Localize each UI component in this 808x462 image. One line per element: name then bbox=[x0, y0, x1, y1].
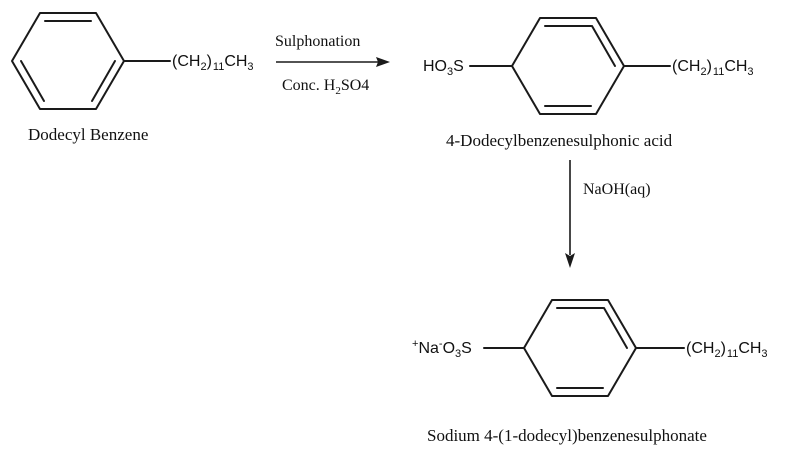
reaction-condition-below: Conc. H2SO4 bbox=[282, 77, 369, 97]
ring-double-bond bbox=[603, 307, 628, 349]
alkyl-chain-label: (CH2)11CH3 bbox=[672, 58, 754, 78]
compound-name: 4-Dodecylbenzenesulphonic acid bbox=[446, 131, 673, 150]
neutralisation-step: NaOH(aq) bbox=[565, 160, 651, 268]
alkyl-chain-label: (CH2)11CH3 bbox=[686, 340, 768, 360]
compound-name: Dodecyl Benzene bbox=[28, 125, 148, 144]
dodecylbenzene-structure: (CH2)11CH3 Dodecyl Benzene bbox=[11, 12, 254, 144]
benzene-ring bbox=[523, 299, 637, 397]
sulphonic-acid-structure: HO3S (CH2)11CH3 4-Dodecylbenzenesulphoni… bbox=[423, 17, 754, 150]
sulphonation-step: Sulphonation Conc. H2SO4 bbox=[275, 33, 390, 97]
alkyl-chain-label: (CH2)11CH3 bbox=[172, 53, 254, 73]
arrow-head bbox=[376, 57, 390, 67]
ring-double-bond bbox=[91, 60, 116, 102]
compound-name: Sodium 4-(1-dodecyl)benzenesulphonate bbox=[427, 426, 707, 445]
sulphonate-group-label: +Na-O3S bbox=[412, 338, 472, 360]
reaction-condition-above: Sulphonation bbox=[275, 33, 360, 50]
ring-double-bond bbox=[20, 60, 45, 102]
benzene-ring bbox=[511, 17, 625, 115]
arrow-head bbox=[565, 253, 575, 268]
sulphonic-acid-group-label: HO3S bbox=[423, 58, 464, 78]
ring-double-bond bbox=[591, 25, 616, 67]
sulphonate-structure: +Na-O3S (CH2)11CH3 Sodium 4-(1-dodecyl)b… bbox=[412, 299, 768, 445]
reaction-condition: NaOH(aq) bbox=[583, 181, 651, 198]
benzene-ring bbox=[11, 12, 125, 110]
